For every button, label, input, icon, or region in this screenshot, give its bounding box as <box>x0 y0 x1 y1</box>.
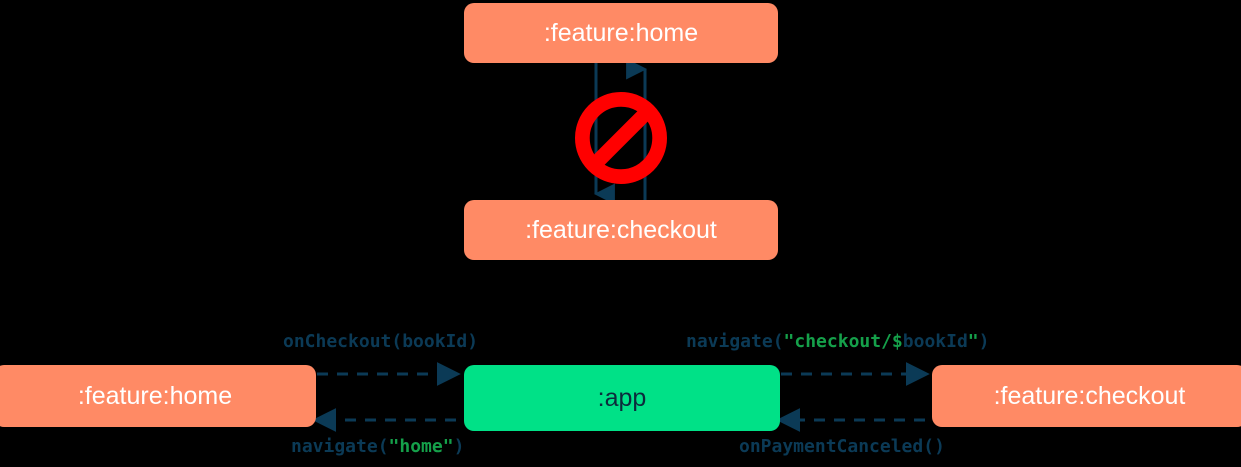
code-token-code: ) <box>453 436 465 457</box>
code-token-string: "checkout/$ <box>783 331 903 352</box>
code-token-code: bookId <box>902 331 968 352</box>
edge-label-navigate-checkout: navigate("checkout/$bookId") <box>686 333 989 351</box>
edge-label-navigate-home: navigate("home") <box>291 438 464 456</box>
code-token-code: navigate( <box>686 331 784 352</box>
edge-label-on-payment-canceled: onPaymentCanceled() <box>739 438 945 456</box>
code-token-code: onCheckout(bookId) <box>283 331 479 352</box>
node-label: :feature:home <box>543 18 699 47</box>
node-label: :feature:checkout <box>525 215 717 244</box>
node-feature-checkout-bottom[interactable]: :feature:checkout <box>932 365 1241 427</box>
code-token-code: ) <box>978 331 990 352</box>
node-label: :feature:checkout <box>993 381 1186 410</box>
node-label: :app <box>597 383 647 412</box>
node-app[interactable]: :app <box>464 365 780 431</box>
node-feature-home-bottom[interactable]: :feature:home <box>0 365 316 427</box>
code-token-string: " <box>967 331 979 352</box>
node-feature-checkout-top[interactable]: :feature:checkout <box>464 200 778 260</box>
node-label: :feature:home <box>77 381 233 410</box>
code-token-code: onPaymentCanceled() <box>739 436 945 457</box>
edge-label-on-checkout: onCheckout(bookId) <box>283 333 478 351</box>
prohibition-icon <box>575 92 667 184</box>
node-feature-home-top[interactable]: :feature:home <box>464 3 778 63</box>
code-token-string: "home" <box>388 436 454 457</box>
code-token-code: navigate( <box>291 436 389 457</box>
